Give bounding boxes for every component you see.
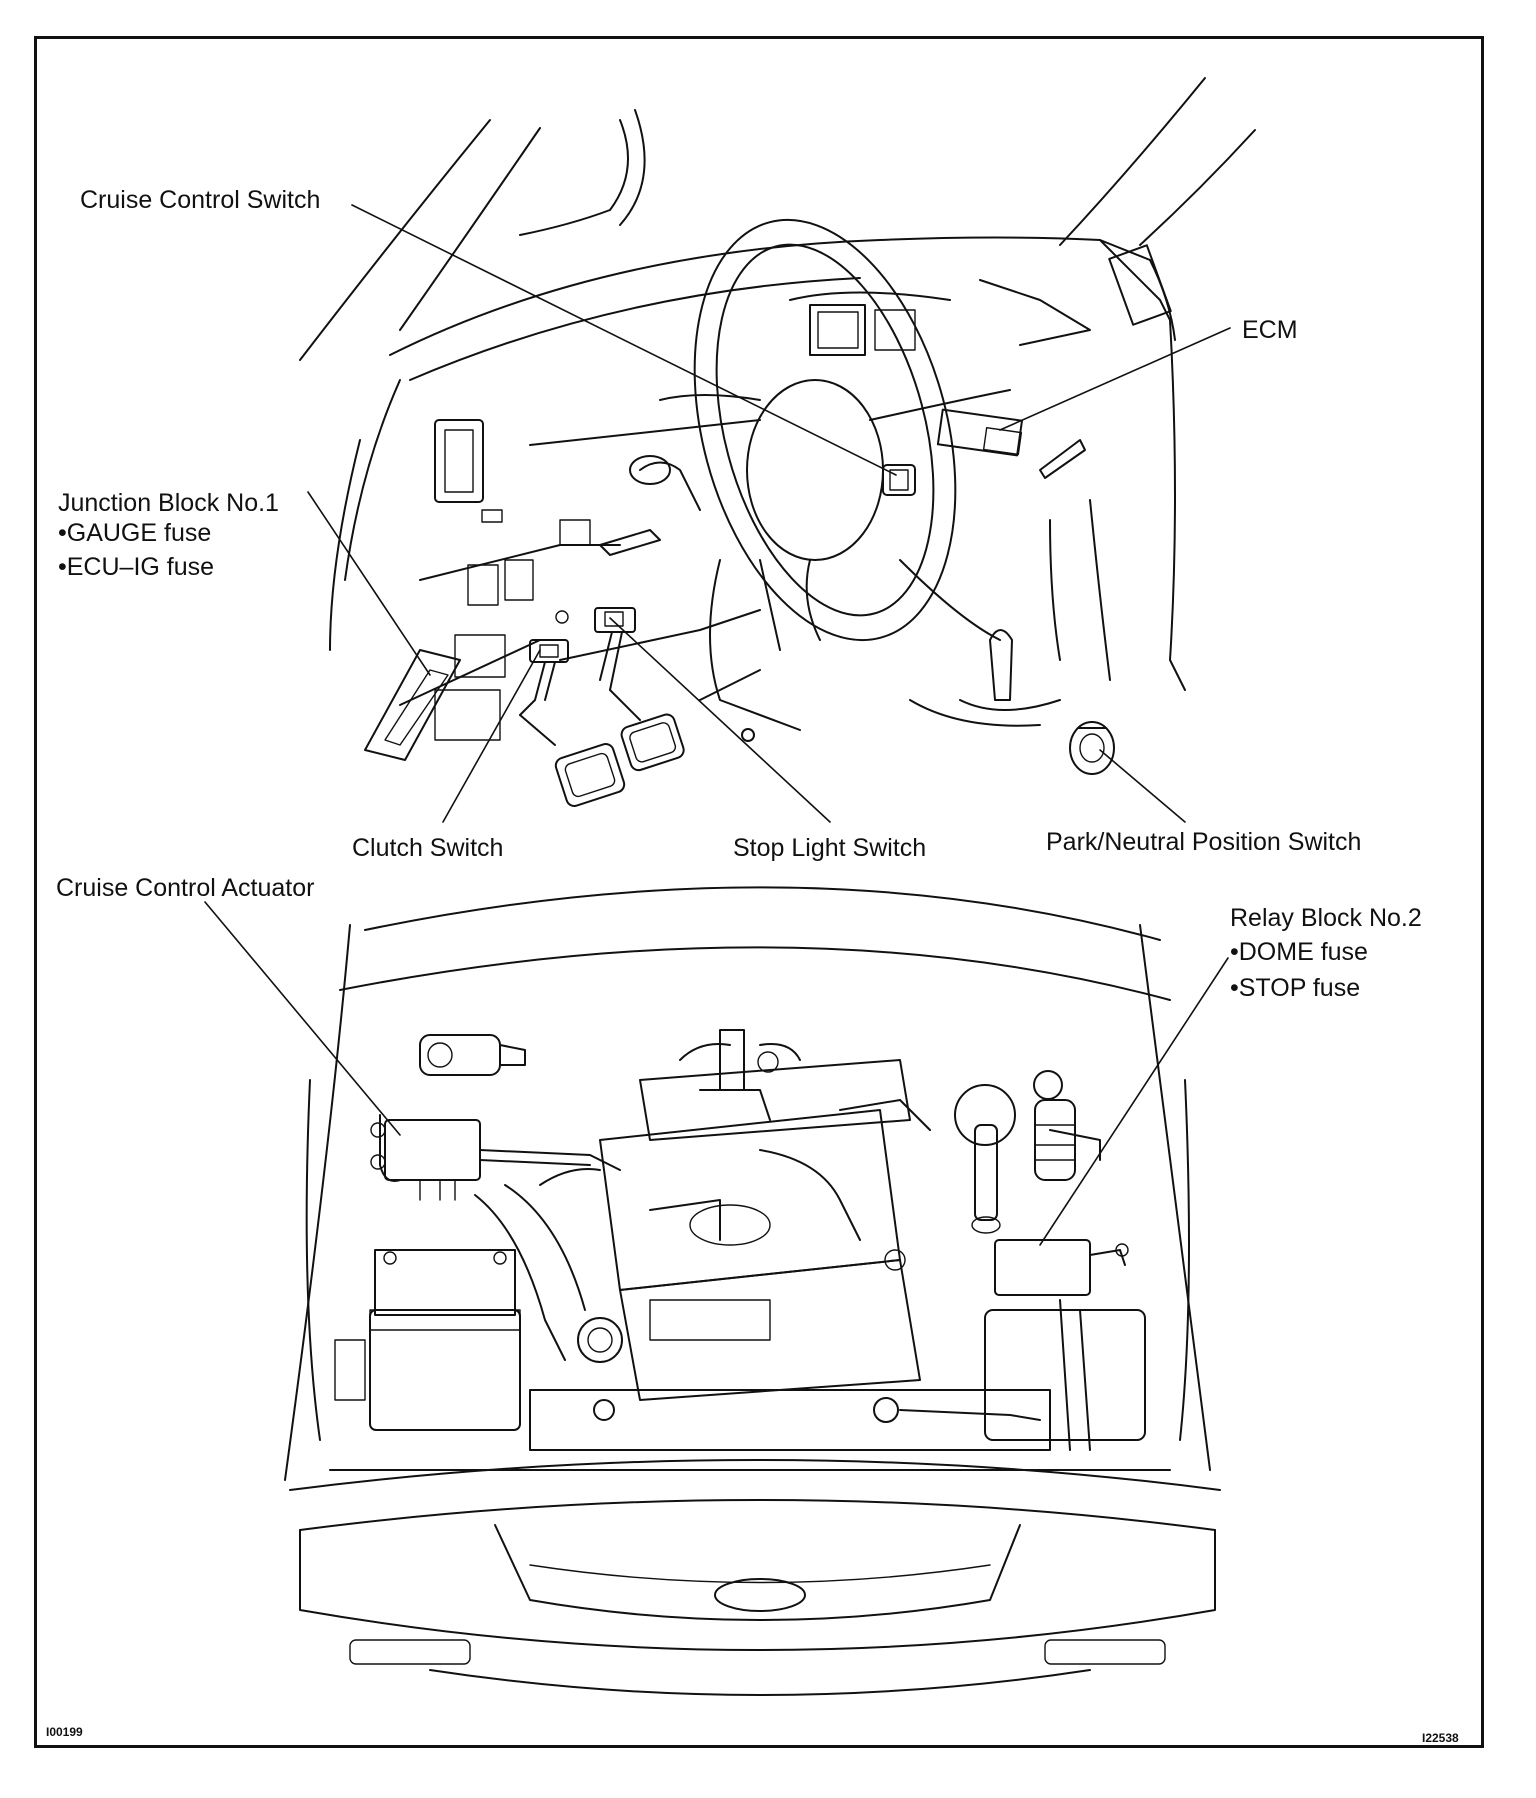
label-ecm: ECM [1242, 316, 1298, 344]
diagram-frame [34, 36, 1484, 1748]
label-junction-block-title: Junction Block No.1 [58, 489, 279, 517]
dashboard-interior-drawing [299, 77, 1256, 807]
leader-lines-top [307, 204, 1231, 823]
label-cruise-control-switch: Cruise Control Switch [80, 186, 321, 214]
label-stop-fuse: •STOP fuse [1230, 974, 1361, 1002]
label-ecu-ig-fuse: •ECU–IG fuse [58, 553, 215, 581]
label-gauge-fuse: •GAUGE fuse [58, 519, 212, 547]
label-dome-fuse: •DOME fuse [1230, 938, 1368, 966]
label-park-neutral-switch: Park/Neutral Position Switch [1046, 828, 1362, 856]
leader-lines-bottom [204, 901, 1229, 1246]
label-relay-block-title: Relay Block No.2 [1230, 904, 1422, 932]
engine-bay-drawing [284, 886, 1221, 1696]
figure-code-left: I00199 [46, 1725, 83, 1739]
figure-code-right: I22538 [1422, 1731, 1459, 1745]
label-cruise-control-actuator: Cruise Control Actuator [56, 874, 315, 902]
label-clutch-switch: Clutch Switch [352, 834, 504, 862]
label-stop-light-switch: Stop Light Switch [733, 834, 927, 862]
